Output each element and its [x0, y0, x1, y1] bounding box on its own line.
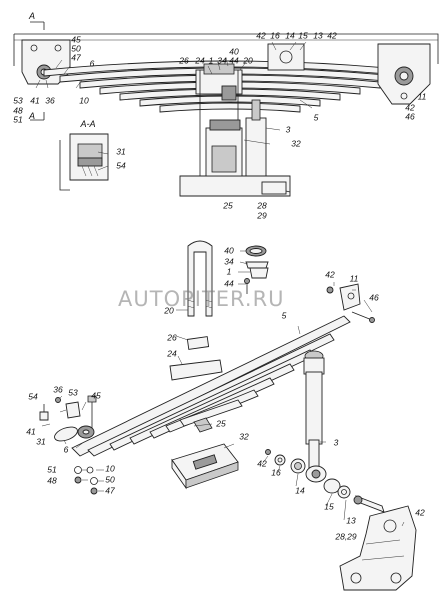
callout-c-24-top: 24	[195, 55, 205, 66]
callout-c-44-mid: 44	[224, 278, 234, 289]
callout-c-13-top: 13	[313, 30, 323, 41]
bump-stop-parts	[244, 245, 269, 294]
callout-c-47-top: 47	[71, 52, 81, 63]
callout-c-42-bot-a: 42	[257, 458, 267, 469]
callout-c-41-top: 41	[30, 95, 40, 106]
shock-fasteners	[265, 449, 410, 522]
callout-c-42-top-c: 42	[405, 102, 415, 113]
exploded-view	[39, 240, 417, 591]
rear-bracket-top	[377, 43, 431, 105]
callout-c-1-mid: 1	[226, 266, 232, 277]
callout-c-45-bot: 45	[91, 390, 101, 401]
main-leaf-spring	[71, 315, 351, 457]
callout-c-50-top: 50	[71, 43, 81, 54]
callout-c-46-top: 46	[405, 111, 415, 122]
callout-c-41-bot: 41	[26, 426, 36, 437]
callout-c-32-bot: 32	[239, 431, 249, 442]
callout-c-31-aa: 31	[116, 146, 126, 157]
callout-c-13-bot: 13	[346, 515, 356, 526]
section-aa-detail	[59, 133, 109, 191]
callout-c-1-top: 1	[208, 55, 214, 66]
callout-c-11-mid: 11	[349, 273, 359, 284]
callout-c-26-mid: 26	[167, 332, 177, 343]
callout-c-44-top: 44	[229, 55, 239, 66]
top-assembly-view	[13, 21, 439, 197]
front-eye-parts	[39, 395, 97, 442]
shock-absorber	[303, 350, 327, 483]
callout-c-34-mid: 34	[224, 256, 234, 267]
rear-shackle-bracket	[326, 283, 375, 323]
spring-pad	[169, 359, 223, 381]
callout-c-47-bot: 47	[105, 485, 115, 496]
callout-c-42-top-b: 42	[327, 30, 337, 41]
leaf-spring-top	[43, 60, 409, 113]
callout-c-16-top: 16	[270, 30, 280, 41]
section-mark-top: A	[28, 11, 36, 21]
callout-c-40-mid: 40	[224, 245, 234, 256]
callout-c-5-mid: 5	[281, 310, 287, 321]
callout-c-14-bot: 14	[295, 485, 305, 496]
callout-c-40-top: 40	[229, 46, 239, 57]
center-clamp-top	[195, 63, 243, 180]
lower-bracket	[339, 505, 417, 591]
callout-c-53-top: 53	[13, 95, 23, 106]
callout-c-26-top: 26	[179, 55, 189, 66]
callout-c-42-top-a: 42	[256, 30, 266, 41]
axle-saddle-block	[171, 443, 239, 490]
callout-c-48-top: 48	[13, 105, 23, 116]
callout-c-46-mid: 46	[369, 292, 379, 303]
callout-c-50-bot: 50	[105, 474, 115, 485]
callout-c-36-bot: 36	[53, 384, 63, 395]
callout-c-45-top: 45	[71, 34, 81, 45]
callout-c-6-top: 6	[89, 58, 95, 69]
callout-c-2829-bot: 28,29	[335, 531, 357, 542]
callout-c-32-top: 32	[291, 138, 301, 149]
callout-c-3-top: 3	[285, 124, 291, 135]
callout-c-25-bot: 25	[216, 418, 226, 429]
callout-c-42-mid: 42	[325, 269, 335, 280]
callout-c-54-aa: 54	[116, 160, 126, 171]
u-bolt	[187, 240, 213, 317]
callout-c-53-bot: 53	[68, 387, 78, 398]
callout-c-16-bot: 16	[271, 467, 281, 478]
section-aa-title: A-A	[80, 119, 96, 129]
callout-c-28-top: 28	[257, 200, 267, 211]
callout-c-20-top: 20	[243, 55, 253, 66]
callout-c-6-bot: 6	[63, 444, 69, 455]
callout-c-10-bot: 10	[105, 463, 115, 474]
axle-block-top	[179, 119, 291, 197]
callout-c-48-bot: 48	[47, 475, 57, 486]
callout-c-36-top: 36	[45, 95, 55, 106]
callout-c-29-top: 29	[257, 210, 267, 221]
callout-c-11-top: 11	[417, 91, 427, 102]
callout-c-51-bot: 51	[47, 464, 57, 475]
callout-c-15-bot: 15	[324, 501, 334, 512]
callout-c-20-mid: 20	[164, 305, 174, 316]
callout-c-3-bot: 3	[333, 437, 339, 448]
shock-mount-top	[267, 43, 305, 71]
callout-c-5-top: 5	[313, 112, 319, 123]
callout-c-42-bot-b: 42	[415, 507, 425, 518]
callout-c-34-top: 34	[217, 55, 227, 66]
callout-c-25-top: 25	[223, 200, 233, 211]
spacer-plate	[186, 336, 210, 350]
callout-c-10-top: 10	[79, 95, 89, 106]
callout-c-54-bot: 54	[28, 391, 38, 402]
callout-c-51-top: 51	[13, 114, 23, 125]
callout-c-14-top: 14	[285, 30, 295, 41]
watermark: AUTOPITER.RU	[118, 287, 285, 311]
section-mark-bottom: A	[28, 111, 36, 121]
callout-c-15-top: 15	[298, 30, 308, 41]
callout-c-24-mid: 24	[167, 348, 177, 359]
callout-c-31-bot: 31	[36, 436, 46, 447]
